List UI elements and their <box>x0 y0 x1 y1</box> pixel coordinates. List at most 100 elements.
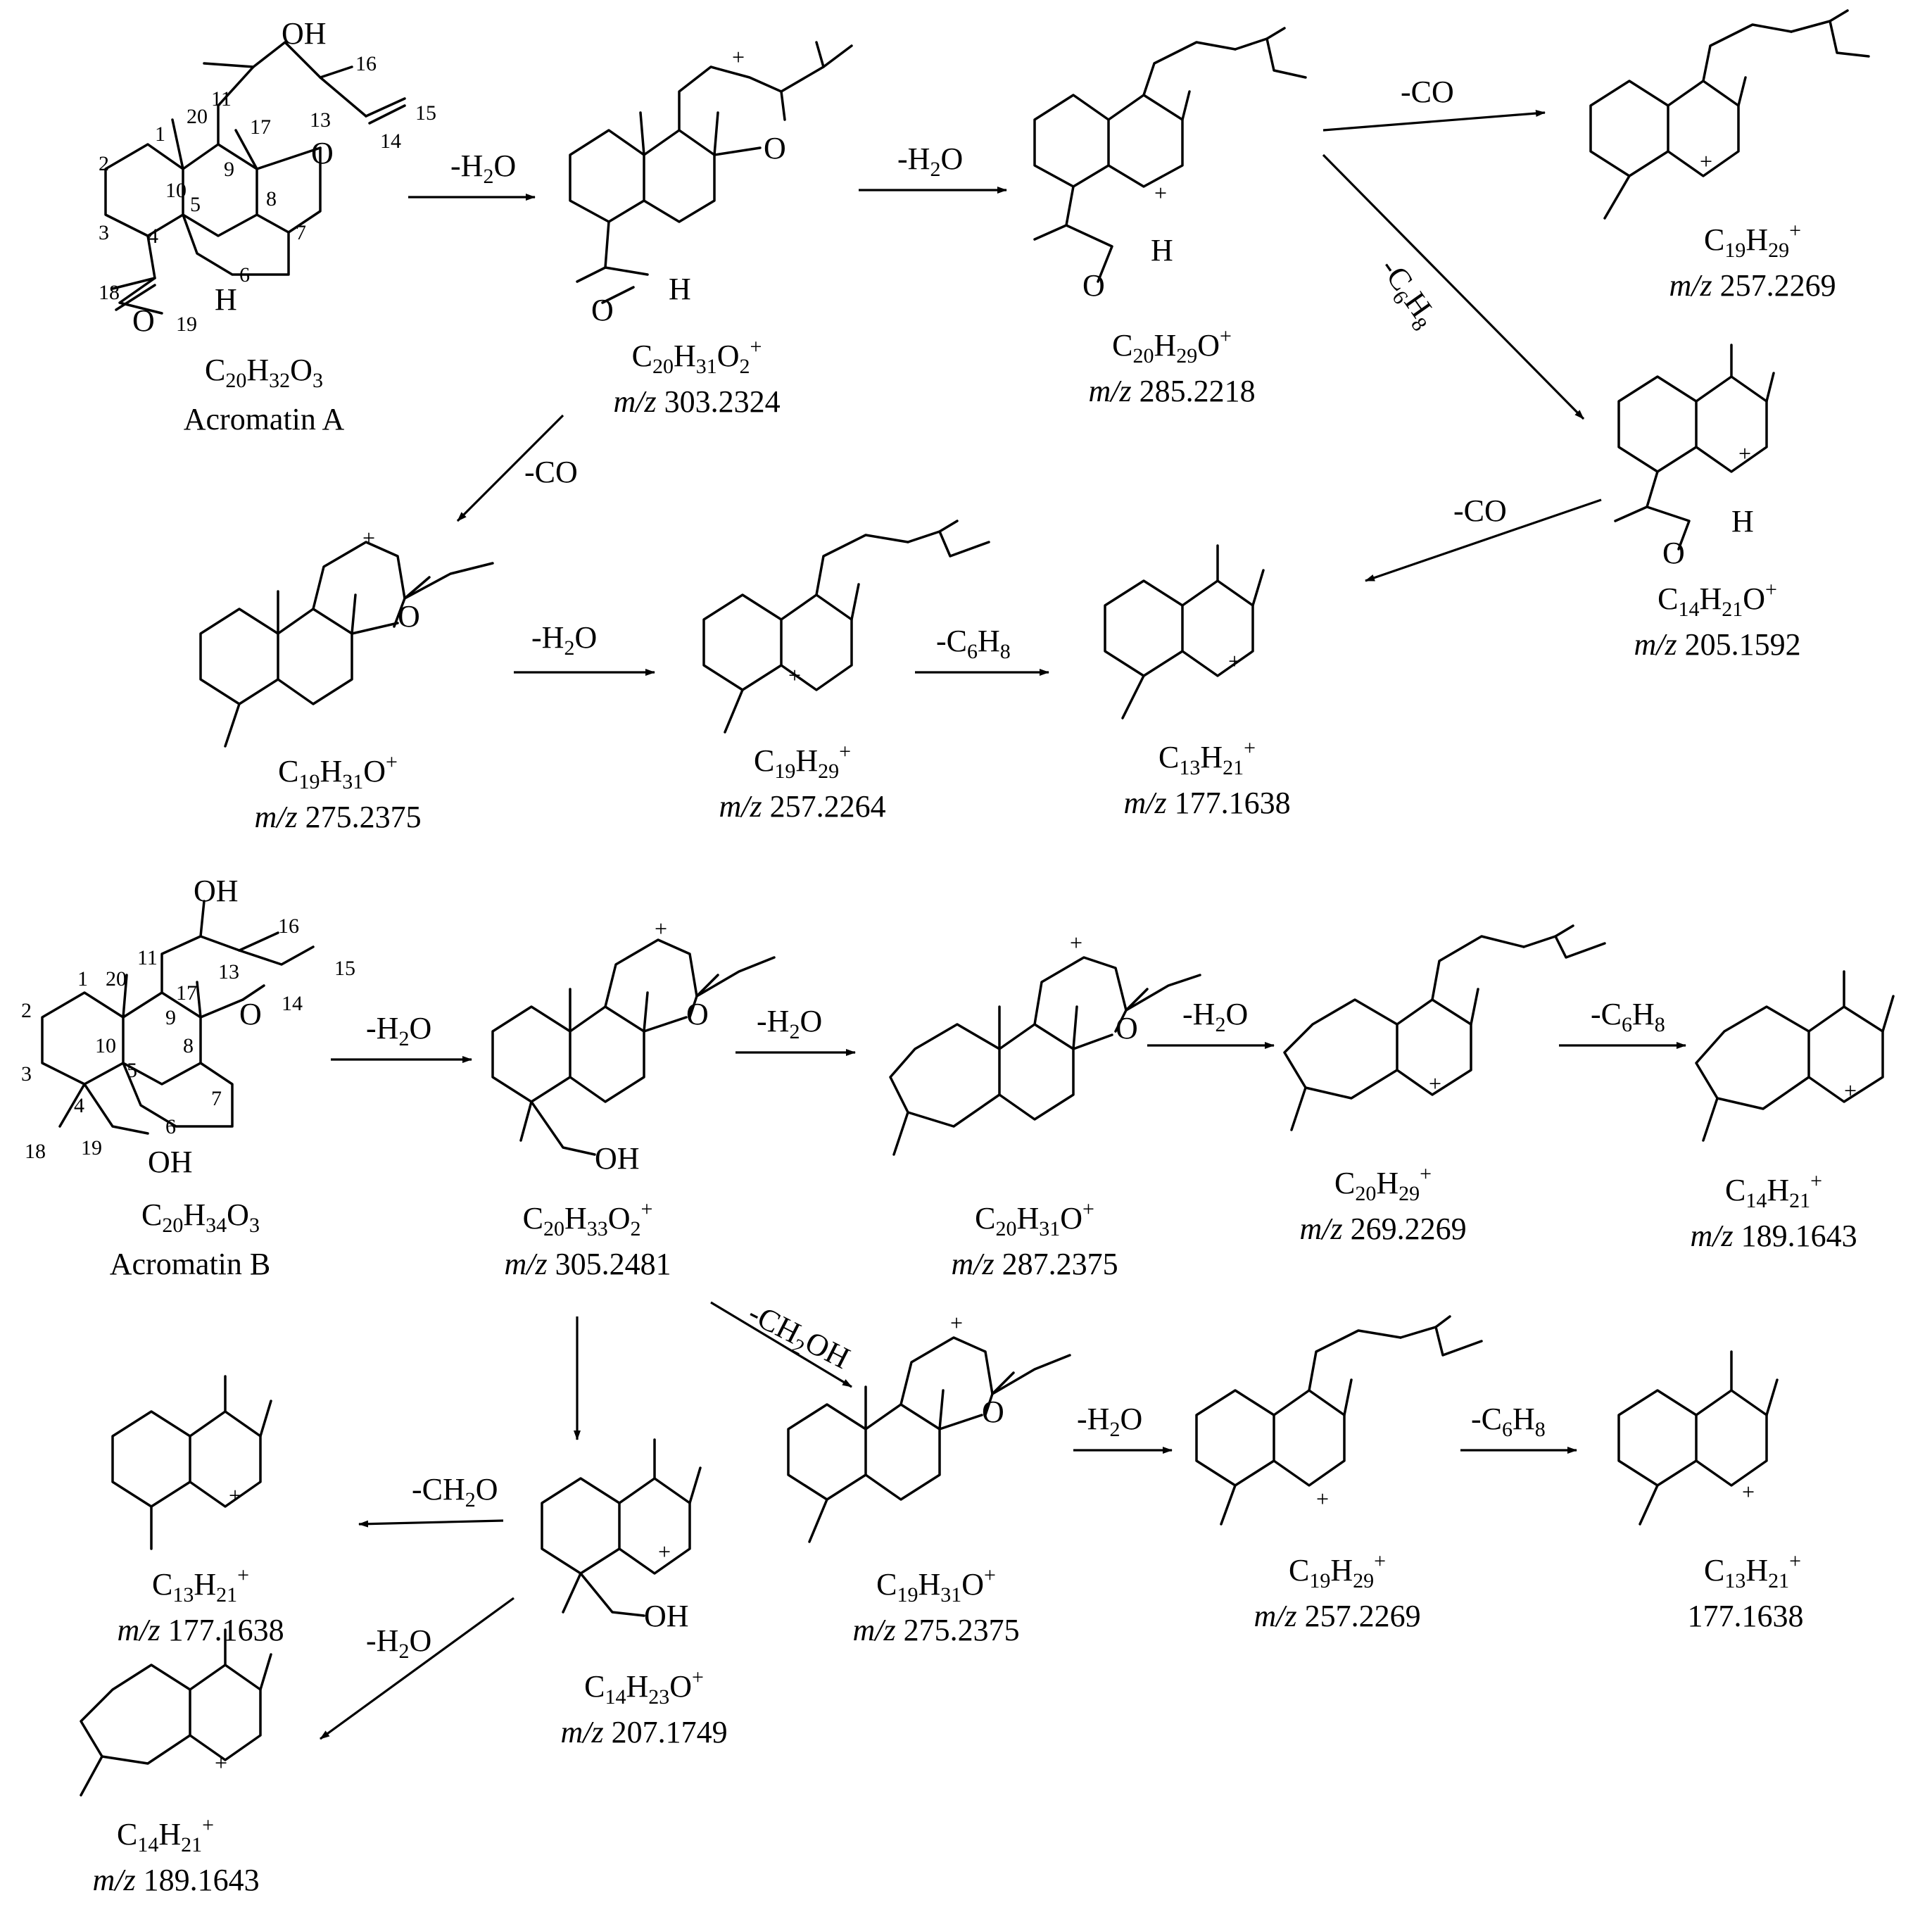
ion-b4-plus: + <box>1844 1078 1857 1103</box>
ion-a4-mz: m/z 205.1592 <box>1634 627 1800 662</box>
acromatin-b-n11: 11 <box>137 946 158 969</box>
acromatin-a-n1: 1 <box>155 122 165 146</box>
acromatin-b-oh: OH <box>194 874 239 908</box>
arrow-a2-to-a3 <box>1322 110 1546 132</box>
acromatin-a-n13: 13 <box>310 108 331 132</box>
label-a1-to-a5: -CO <box>524 455 578 489</box>
acromatin-b-n15: 15 <box>334 957 355 980</box>
label-b8-to-b10: -H2O <box>366 1623 431 1663</box>
acromatin-a-n7: 7 <box>296 221 306 244</box>
ion-b2-structure <box>889 956 1201 1156</box>
acromatin-b-n16: 16 <box>278 914 299 938</box>
label-a2-to-a4: -C6H8 <box>1370 252 1445 336</box>
ion-b6-structure <box>1195 1315 1483 1526</box>
ion-a4-aldehyde-h: H <box>1731 504 1754 539</box>
label-a6-to-a7: -C6H8 <box>936 624 1011 663</box>
acromatin-b-n20: 20 <box>106 967 127 991</box>
ion-b9-mz: m/z 177.1638 <box>117 1613 284 1647</box>
ion-b9-formula: C13H21+ <box>152 1564 249 1607</box>
acromatin-b-n6: 6 <box>165 1115 176 1138</box>
ion-a2-aldehyde-o: O <box>1082 268 1105 303</box>
acromatin-a-n16: 16 <box>355 52 377 75</box>
acromatin-b-n19: 19 <box>81 1136 102 1159</box>
acromatin-b-n3: 3 <box>21 1062 32 1086</box>
acromatin-b-n2: 2 <box>21 999 32 1022</box>
ion-b1-formula: C20H33O2+ <box>523 1197 653 1240</box>
ion-a7-mz: m/z 177.1638 <box>1123 786 1290 820</box>
ion-a7-plus: + <box>1228 648 1241 674</box>
acromatin-a-structure <box>104 41 406 315</box>
ion-b9-plus: + <box>229 1483 241 1508</box>
ion-b4-formula: C14H21+ <box>1725 1169 1822 1212</box>
ion-a4-formula: C14H21O+ <box>1658 578 1777 621</box>
ion-b5-structure <box>787 1336 1071 1543</box>
ion-b1-plus: + <box>655 916 667 941</box>
acromatin-a-n20: 20 <box>187 105 208 128</box>
ion-b8-plus: + <box>658 1539 671 1564</box>
ion-b6-formula: C19H29+ <box>1289 1549 1386 1592</box>
label-b1-to-b5: -CH2OH <box>740 1295 855 1380</box>
arrow-a2-to-a4 <box>1322 153 1585 420</box>
label-b8-to-b9: -CH2O <box>412 1472 498 1511</box>
ion-a2-formula: C20H29O+ <box>1112 325 1232 367</box>
acromatin-a-n5: 5 <box>190 193 201 216</box>
ion-a2-mz: m/z 285.2218 <box>1088 374 1255 408</box>
label-b-to-b1: -H2O <box>366 1011 431 1050</box>
acromatin-b-n7: 7 <box>211 1087 222 1110</box>
ion-b7-formula: C13H21+ <box>1704 1549 1801 1592</box>
acromatin-a-name: Acromatin A <box>184 402 345 436</box>
acromatin-a-n4: 4 <box>148 225 158 248</box>
ion-b8-mz: m/z 207.1749 <box>560 1715 727 1749</box>
ion-a5-mz: m/z 275.2375 <box>254 800 421 834</box>
ion-a1-formula: C20H31O2+ <box>632 335 762 378</box>
ion-a1-aldehyde-h: H <box>669 272 691 306</box>
ion-a7-formula: C13H21+ <box>1158 736 1256 779</box>
label-a1-to-a2: -H2O <box>897 142 963 181</box>
acromatin-a-formula: C20H32O3 <box>205 353 323 392</box>
acromatin-a-n9: 9 <box>224 158 234 181</box>
ion-b1-structure <box>491 938 776 1156</box>
ion-a4-structure <box>1614 344 1775 551</box>
acromatin-b-oh19: OH <box>148 1145 193 1179</box>
ion-b5-plus: + <box>950 1310 963 1335</box>
ion-b2-formula: C20H31O+ <box>975 1197 1094 1240</box>
acromatin-a-n18: 18 <box>99 281 120 304</box>
acromatin-a-n17: 17 <box>250 115 271 139</box>
ion-a7-structure <box>1104 544 1265 719</box>
ion-b1-oh: OH <box>595 1141 640 1176</box>
ion-a2-structure <box>1033 27 1307 283</box>
acromatin-b-structure <box>41 900 315 1135</box>
label-a2-to-a3: -CO <box>1401 75 1454 109</box>
ion-b3-plus: + <box>1429 1071 1441 1096</box>
label-b3-to-b4: -C6H8 <box>1591 997 1665 1036</box>
acromatin-b-n4: 4 <box>74 1094 84 1117</box>
ion-a5-ring-o: O <box>398 599 420 634</box>
ion-a1-structure <box>569 41 853 304</box>
acromatin-b-n14: 14 <box>282 992 303 1015</box>
ion-b7-mz: 177.1638 <box>1688 1599 1804 1633</box>
acromatin-b-ring-o: O <box>239 997 262 1031</box>
acromatin-b-formula: C20H34O3 <box>141 1197 260 1237</box>
ion-b6-mz: m/z 257.2269 <box>1254 1599 1420 1633</box>
ion-b3-structure <box>1283 924 1606 1131</box>
ion-b6-plus: + <box>1316 1486 1329 1511</box>
ion-b10-mz: m/z 189.1643 <box>92 1863 259 1897</box>
arrow-b1-to-b5 <box>710 1301 852 1388</box>
ion-a3-structure <box>1589 9 1870 220</box>
ion-b3-formula: C20H29+ <box>1334 1162 1432 1205</box>
ion-b8-formula: C14H23O+ <box>584 1666 704 1709</box>
acromatin-a-n19: 19 <box>176 313 197 336</box>
ion-a6-plus: + <box>788 662 801 688</box>
acromatin-a-n3: 3 <box>99 221 109 244</box>
label-b6-to-b7: -C6H8 <box>1471 1402 1546 1441</box>
ion-b3-mz: m/z 269.2269 <box>1299 1212 1466 1246</box>
label-a4-to-a7: -CO <box>1453 493 1507 528</box>
acromatin-b-n17: 17 <box>176 981 197 1005</box>
acromatin-b-name: Acromatin B <box>110 1247 271 1281</box>
ion-b1-mz: m/z 305.2481 <box>504 1247 671 1281</box>
acromatin-a-n11: 11 <box>211 87 232 111</box>
ion-b10-structure <box>80 1628 272 1797</box>
ion-a2-aldehyde-h: H <box>1151 233 1173 268</box>
acromatin-a-ring-o: O <box>311 136 334 170</box>
